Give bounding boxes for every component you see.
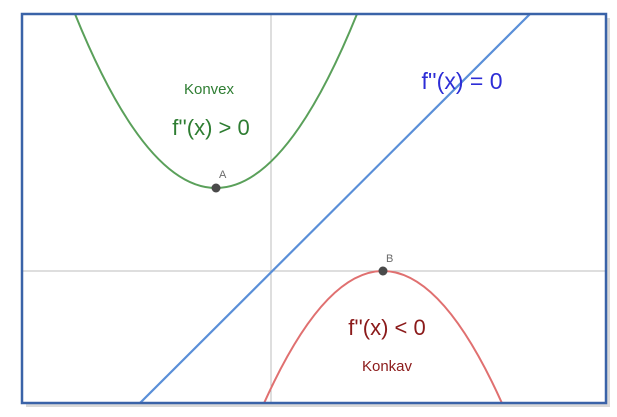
point-a-marker [211, 183, 221, 193]
concave-title: Konkav [362, 358, 413, 375]
plot-background [22, 14, 606, 403]
convex-condition-label: f''(x) > 0 [172, 115, 249, 140]
inflection-line [138, 14, 531, 403]
convex-title: Konvex [184, 81, 235, 98]
point-b-label: B [386, 253, 393, 265]
point-b-marker [378, 266, 388, 276]
inflection-condition-label: f''(x) = 0 [422, 68, 503, 94]
concave-condition-label: f''(x) < 0 [348, 315, 425, 340]
point-a-label: A [219, 169, 227, 181]
figure-frame [20, 12, 608, 405]
plot-area: A B Konvex f''(x) > 0 f''(x) = 0 f''(x) … [22, 14, 606, 403]
